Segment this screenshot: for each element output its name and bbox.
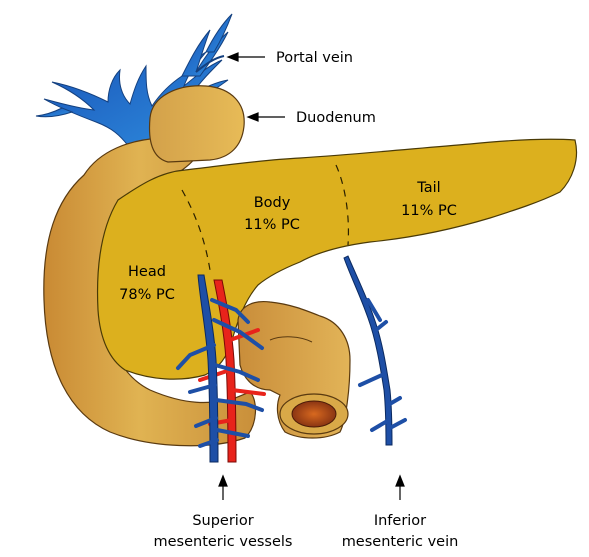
superior-arrowhead: [219, 476, 227, 486]
inferior-label-line1: Inferior: [374, 513, 426, 529]
duodenum-arrowhead: [248, 113, 258, 121]
inferior-label-line2: mesenteric vein: [342, 534, 459, 550]
superior-label-line1: Superior: [192, 513, 253, 529]
portal-vein-label: Portal vein: [276, 50, 353, 66]
inferior-arrowhead: [396, 476, 404, 486]
portal-vein-arrowhead: [228, 53, 238, 61]
superior-label-line2: mesenteric vessels: [153, 534, 292, 550]
head-percent-label: 78% PC: [119, 287, 175, 303]
head-label: Head: [128, 264, 166, 280]
body-percent-label: 11% PC: [244, 217, 300, 233]
tail-percent-label: 11% PC: [401, 203, 457, 219]
tail-label: Tail: [416, 180, 440, 196]
inferior-mesenteric-vein: [344, 256, 405, 445]
body-label: Body: [254, 195, 291, 211]
duodenum-label: Duodenum: [296, 110, 376, 126]
